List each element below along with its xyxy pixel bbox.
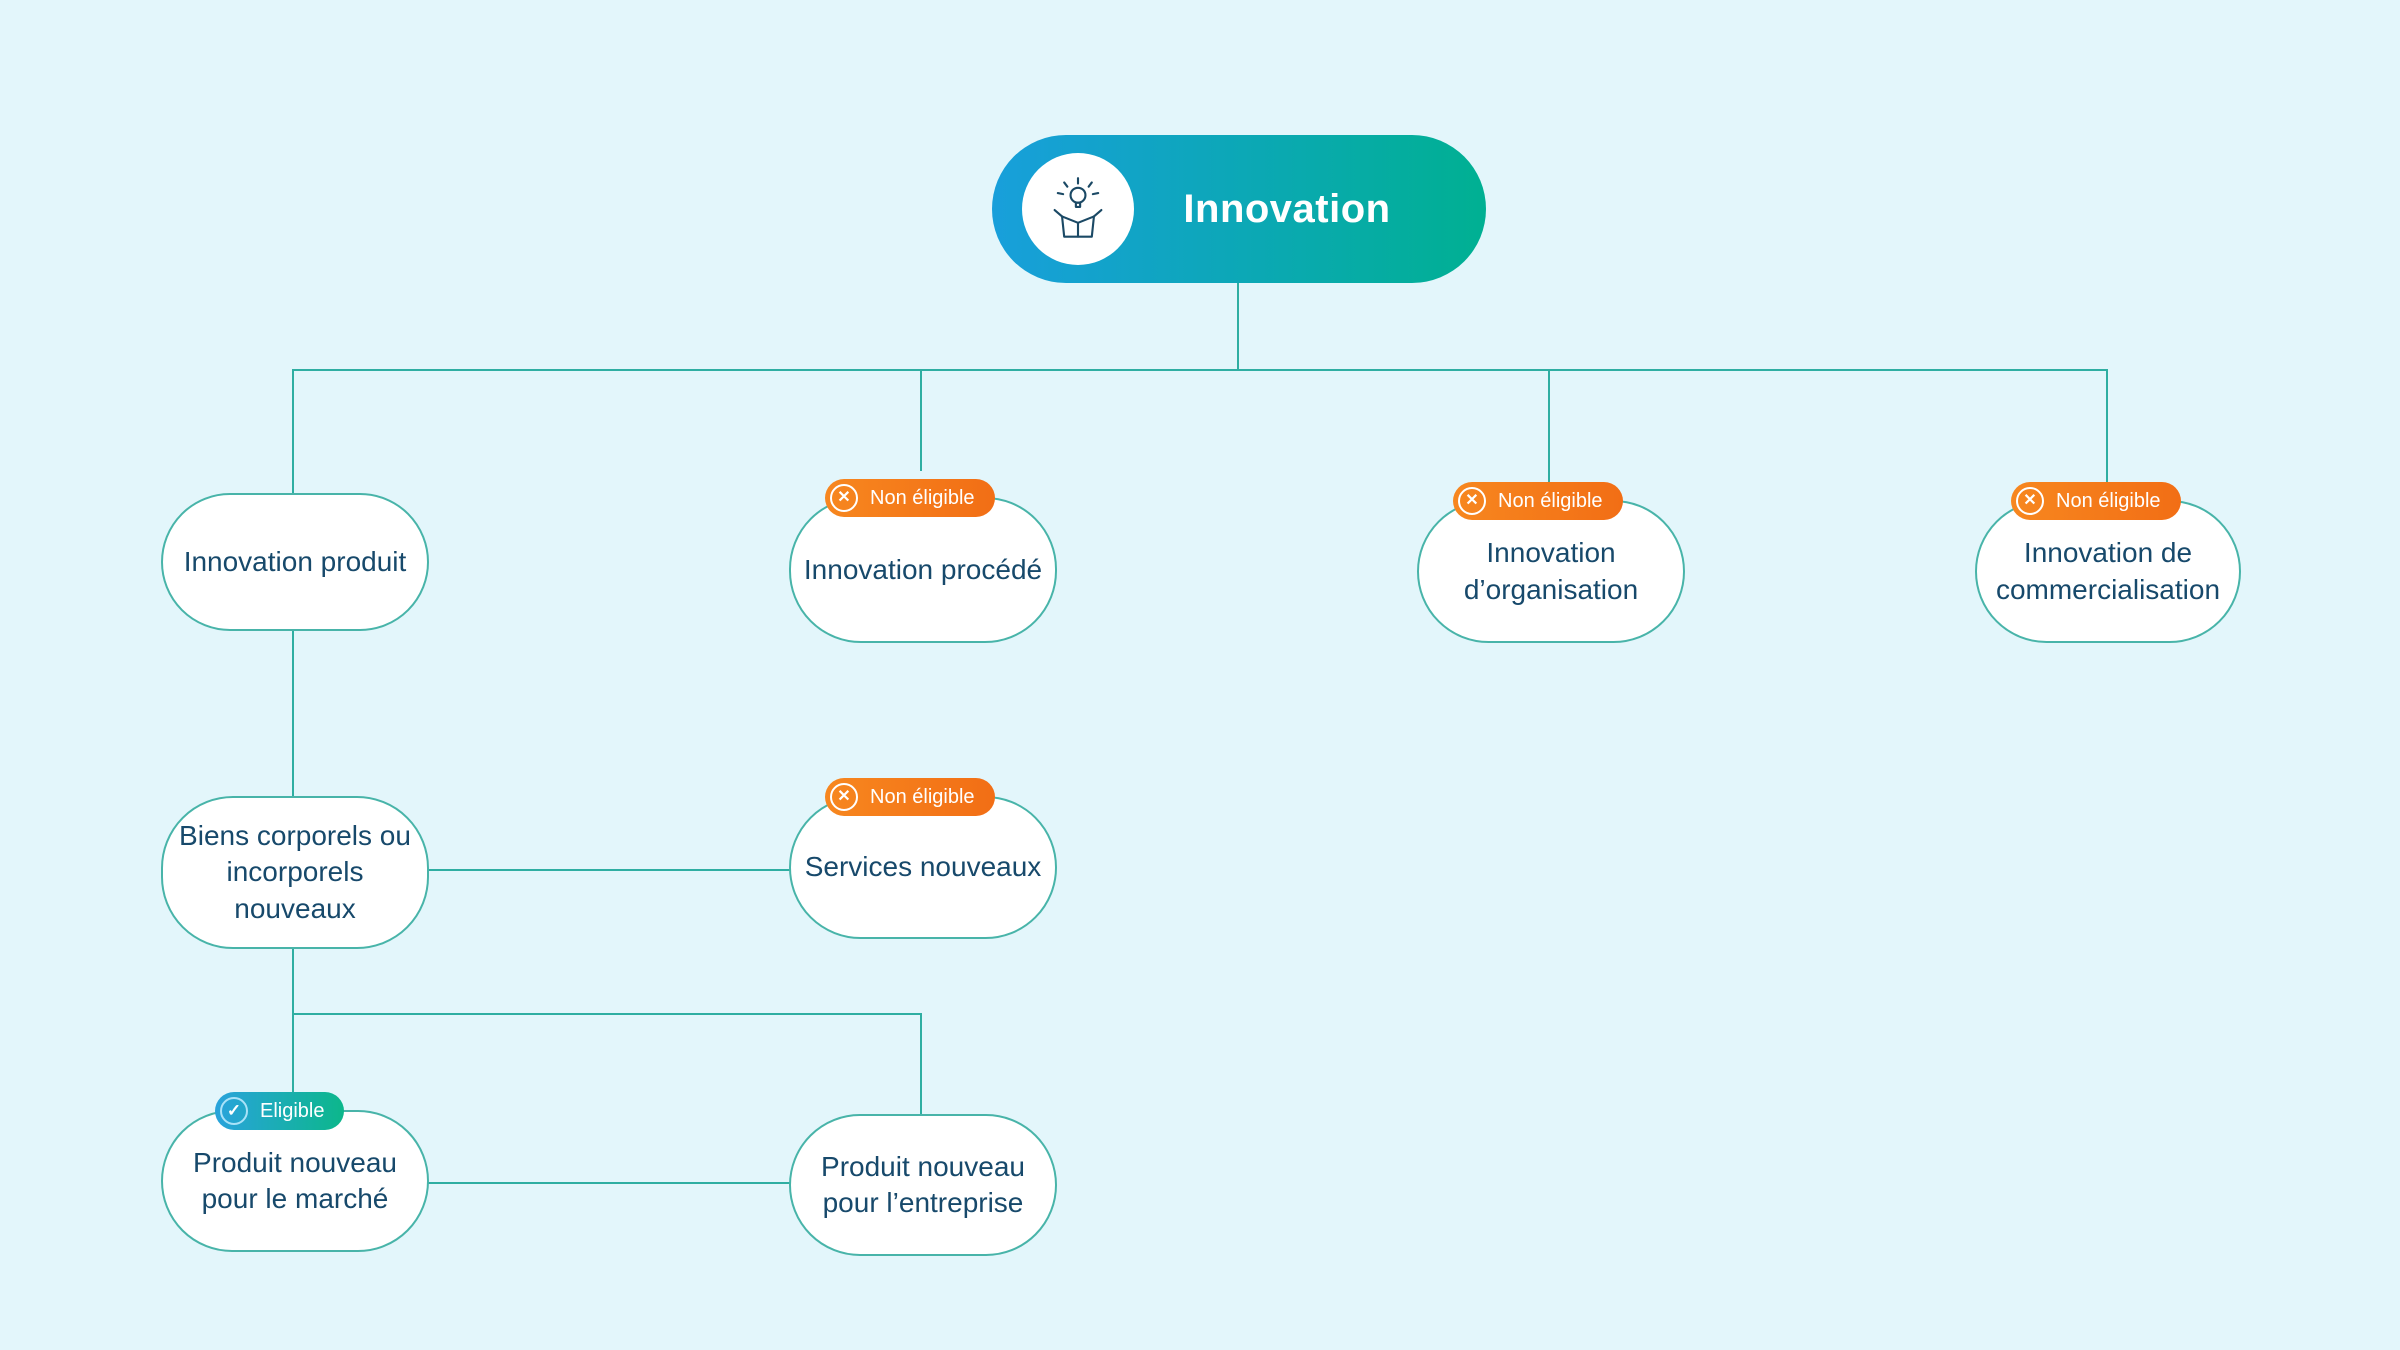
- connector-level1-bus: [292, 369, 2108, 371]
- node-label: Innovation produit: [183, 545, 407, 577]
- connector-drop-produit: [292, 369, 294, 495]
- non-eligible-badge: ✕ Non éligible: [2011, 482, 2181, 520]
- node-label: Produit nouveau pour l’entreprise: [821, 1150, 1025, 1218]
- connector-drop-commercialisation: [2106, 369, 2108, 485]
- node-innovation-commercialisation: ✕ Non éligible Innovation de commerciali…: [1975, 482, 2241, 643]
- node-produit-nouveau-marche: ✓ Eligible Produit nouveau pour le march…: [161, 1092, 429, 1252]
- connector-drop-procede: [920, 369, 922, 471]
- badge-label: Non éligible: [1498, 490, 1603, 512]
- badge-label: Eligible: [260, 1100, 325, 1122]
- x-circle-icon: ✕: [830, 783, 858, 811]
- badge-label: Non éligible: [2056, 490, 2161, 512]
- connector-drop-entreprise: [920, 1013, 922, 1117]
- node-innovation-organisation: ✕ Non éligible Innovation d’organisation: [1417, 482, 1685, 643]
- badge-label: Non éligible: [870, 487, 975, 509]
- eligible-badge: ✓ Eligible: [215, 1092, 345, 1130]
- connector-drop-marche: [292, 1013, 294, 1093]
- connector-level3-bus: [292, 1013, 922, 1015]
- node-label: Produit nouveau pour le marché: [193, 1146, 397, 1214]
- node-innovation-produit: Innovation produit: [161, 493, 429, 631]
- root-label: Innovation: [1183, 186, 1391, 231]
- node-label: Biens corporels ou incorporels nouveaux: [179, 819, 411, 924]
- x-circle-icon: ✕: [1458, 487, 1486, 515]
- idea-box-icon: [1022, 153, 1134, 265]
- x-circle-icon: ✕: [830, 484, 858, 512]
- node-label: Innovation de commercialisation: [1995, 537, 2221, 605]
- node-produit-nouveau-entreprise: Produit nouveau pour l’entreprise: [789, 1114, 1057, 1256]
- connector-drop-organisation: [1548, 369, 1550, 485]
- badge-label: Non éligible: [870, 786, 975, 808]
- connector-root-drop: [1237, 283, 1239, 371]
- non-eligible-badge: ✕ Non éligible: [825, 479, 995, 517]
- node-services-nouveaux: ✕ Non éligible Services nouveaux: [789, 778, 1057, 939]
- node-label: Innovation procédé: [803, 553, 1043, 585]
- non-eligible-badge: ✕ Non éligible: [1453, 482, 1623, 520]
- node-label: Innovation d’organisation: [1463, 537, 1639, 605]
- non-eligible-badge: ✕ Non éligible: [825, 778, 995, 816]
- node-label: Services nouveaux: [804, 851, 1042, 883]
- connector-marche-entreprise: [428, 1182, 790, 1184]
- connector-produit-biens: [292, 629, 294, 799]
- x-circle-icon: ✕: [2016, 487, 2044, 515]
- connector-biens-services: [428, 869, 790, 871]
- connector-biens-drop: [292, 947, 294, 1015]
- node-innovation-procede: ✕ Non éligible Innovation procédé: [789, 479, 1057, 643]
- check-circle-icon: ✓: [220, 1097, 248, 1125]
- root-node-innovation: Innovation: [992, 135, 1486, 283]
- node-biens-corporels: Biens corporels ou incorporels nouveaux: [161, 796, 429, 949]
